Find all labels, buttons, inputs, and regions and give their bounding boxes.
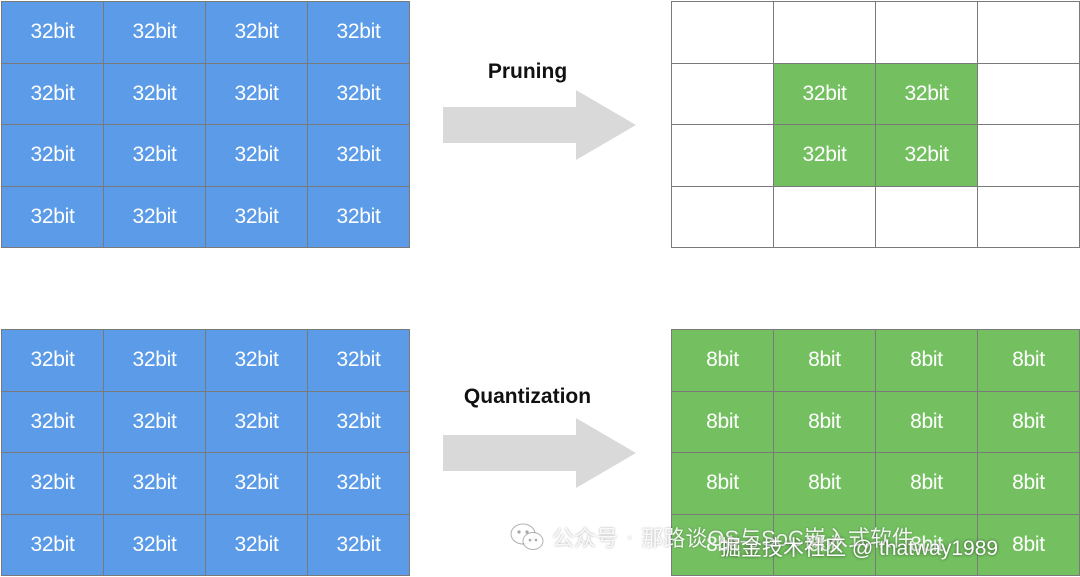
pruned-cell [672, 2, 774, 64]
weight-cell: 32bit [206, 2, 308, 64]
pruning-arrow-icon [443, 90, 636, 160]
weight-cell: 32bit [104, 514, 206, 576]
weight-cell: 8bit [978, 453, 1080, 515]
weight-cell: 8bit [672, 330, 774, 392]
weight-cell: 8bit [978, 391, 1080, 453]
pruned-cell [774, 186, 876, 248]
weight-cell: 8bit [774, 330, 876, 392]
pruned-cell [978, 186, 1080, 248]
weight-cell: 8bit [876, 391, 978, 453]
weight-cell: 32bit [2, 330, 104, 392]
weight-cell: 32bit [2, 186, 104, 248]
weight-cell: 32bit [104, 125, 206, 187]
weight-cell: 32bit [308, 186, 410, 248]
weight-cell: 32bit [308, 63, 410, 125]
weight-cell: 32bit [2, 2, 104, 64]
weight-cell: 32bit [2, 63, 104, 125]
weight-cell: 32bit [104, 63, 206, 125]
weight-cell: 8bit [774, 514, 876, 576]
watermark-account: 公众号 [552, 526, 619, 551]
weight-cell: 32bit [206, 330, 308, 392]
weight-cell: 32bit [104, 391, 206, 453]
watermark-site: 掘金技术社区 @ thatway1989 [720, 537, 999, 560]
weight-cell: 32bit [774, 125, 876, 187]
weight-cell: 32bit [2, 391, 104, 453]
weight-cell: 8bit [774, 453, 876, 515]
pruned-cell [978, 125, 1080, 187]
pruned-cell [672, 186, 774, 248]
weight-cell: 32bit [206, 453, 308, 515]
pruned-cell [672, 63, 774, 125]
weight-cell: 32bit [206, 514, 308, 576]
weight-cell: 8bit [876, 453, 978, 515]
weight-cell: 8bit [672, 514, 774, 576]
weight-cell: 32bit [308, 125, 410, 187]
weight-cell: 32bit [308, 2, 410, 64]
pruned-cell [876, 2, 978, 64]
pruned-cell [876, 186, 978, 248]
weight-cell: 32bit [206, 125, 308, 187]
weight-cell: 8bit [876, 330, 978, 392]
watermark: 公众号 · 那路谈OS与SoC嵌入式软件 [510, 515, 914, 559]
watermark-name: 那路谈OS与SoC嵌入式软件 [641, 526, 914, 551]
pruned-cell [978, 63, 1080, 125]
pruning-label: Pruning [487, 60, 568, 83]
weight-cell: 32bit [308, 453, 410, 515]
weight-cell: 8bit [978, 330, 1080, 392]
weight-cell: 32bit [104, 330, 206, 392]
weight-cell: 32bit [876, 125, 978, 187]
weight-cell: 32bit [2, 125, 104, 187]
weight-cell: 32bit [104, 186, 206, 248]
weight-cell: 32bit [876, 63, 978, 125]
weight-cell: 32bit [104, 2, 206, 64]
weight-cell: 32bit [2, 514, 104, 576]
weight-cell: 32bit [308, 330, 410, 392]
quantization-arrow-icon [443, 418, 636, 488]
weight-cell: 32bit [206, 186, 308, 248]
watermark-separator: · [626, 524, 634, 549]
weight-cell: 32bit [2, 453, 104, 515]
pruned-cell [774, 2, 876, 64]
pruned-cell [672, 125, 774, 187]
pruned-cell [978, 2, 1080, 64]
weight-cell: 32bit [308, 514, 410, 576]
weight-cell: 32bit [206, 63, 308, 125]
weight-cell: 8bit [672, 453, 774, 515]
weight-cell: 8bit [876, 514, 978, 576]
weight-cell: 32bit [308, 391, 410, 453]
weight-cell: 8bit [672, 391, 774, 453]
quantization-label: Quantization [463, 385, 592, 408]
weight-cell: 32bit [104, 453, 206, 515]
weight-cell: 8bit [978, 514, 1080, 576]
weight-cell: 32bit [206, 391, 308, 453]
weight-cell: 8bit [774, 391, 876, 453]
wechat-icon [510, 523, 544, 550]
weight-cell: 32bit [774, 63, 876, 125]
